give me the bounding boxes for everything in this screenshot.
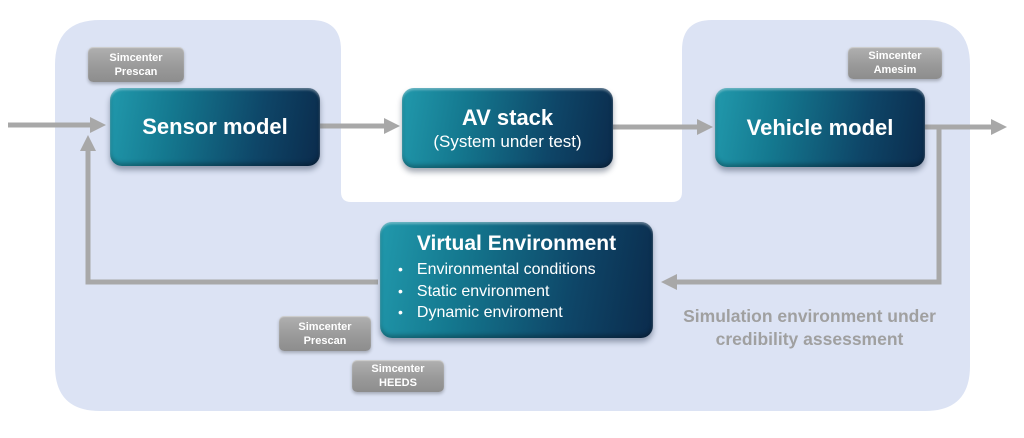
node-sensor-model: Sensor model bbox=[110, 88, 320, 166]
arrow-avstack-to-vehicle bbox=[613, 119, 713, 135]
badge-simcenter-prescan-top: Simcenter Prescan bbox=[88, 47, 184, 82]
badge-simcenter-prescan-bottom: Simcenter Prescan bbox=[279, 316, 371, 351]
arrow-feedback-to-sensor-input bbox=[80, 135, 378, 285]
virtual-environment-bullet: Dynamic enviroment bbox=[398, 302, 645, 324]
arrow-input bbox=[8, 117, 106, 133]
virtual-environment-bullet: Environmental conditions bbox=[398, 259, 645, 281]
arrow-feedback-to-virtual-environment bbox=[661, 127, 942, 290]
arrow-sensor-to-avstack bbox=[320, 118, 400, 134]
av-stack-label: AV stack bbox=[461, 104, 554, 130]
simulation-environment-container bbox=[55, 20, 970, 411]
node-virtual-environment: Virtual Environment Environmental condit… bbox=[380, 222, 653, 338]
badge-simcenter-amesim: Simcenter Amesim bbox=[848, 47, 942, 79]
virtual-environment-label: Virtual Environment bbox=[416, 232, 617, 255]
credibility-assessment-caption: Simulation environment under credibility… bbox=[683, 306, 936, 349]
virtual-environment-bullet-list: Environmental conditions Static environm… bbox=[380, 259, 653, 324]
node-vehicle-model: Vehicle model bbox=[715, 88, 925, 167]
arrow-vehicle-output bbox=[925, 119, 1007, 135]
vehicle-model-label: Vehicle model bbox=[746, 114, 894, 140]
node-av-stack: AV stack (System under test) bbox=[402, 88, 613, 168]
virtual-environment-bullet: Static environment bbox=[398, 281, 645, 303]
sensor-model-label: Sensor model bbox=[142, 114, 288, 139]
av-stack-sublabel: (System under test) bbox=[433, 131, 582, 151]
badge-simcenter-heeds: Simcenter HEEDS bbox=[352, 360, 444, 392]
